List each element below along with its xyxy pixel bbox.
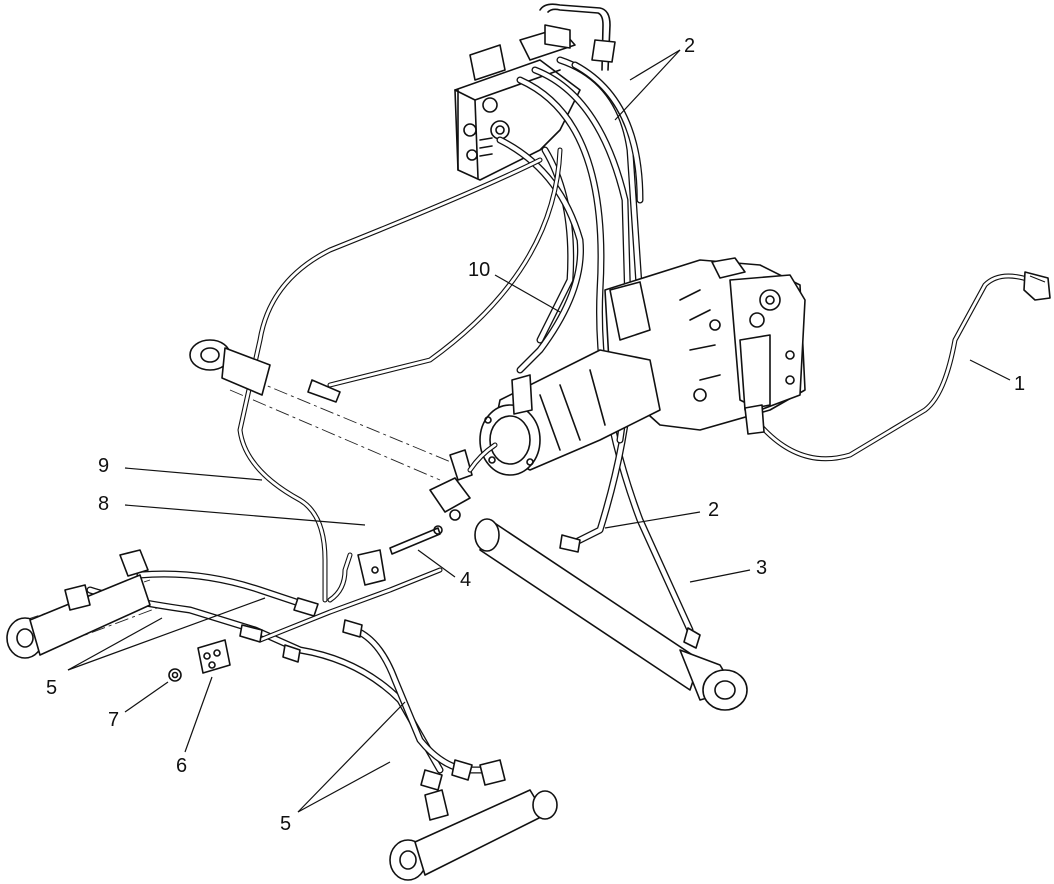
callout-5: 5	[46, 677, 57, 699]
leader-lines	[67, 49, 1011, 813]
clamp-block-part-6	[197, 639, 231, 674]
callout-4: 4	[460, 569, 471, 591]
tee-fitting-part-8	[429, 442, 498, 521]
upper-left-cylinder	[189, 339, 341, 403]
callout-6: 6	[176, 755, 187, 777]
callout-2: 2	[708, 499, 719, 521]
callout-9: 9	[98, 455, 109, 477]
callout-5: 5	[280, 813, 291, 835]
callout-8: 8	[98, 493, 109, 515]
callout-2: 2	[684, 35, 695, 57]
callout-1: 1	[1014, 373, 1025, 395]
callouts: 2 10 1 9 8 2 3 4 5 7 6 5	[46, 35, 1025, 835]
lower-right-cylinder	[389, 759, 558, 881]
valve-manifold	[454, 3, 616, 181]
callout-3: 3	[756, 557, 767, 579]
cylinder-part-3	[474, 518, 748, 711]
hose-bundle	[237, 56, 701, 649]
hydrostatic-pump	[479, 257, 806, 476]
callout-7: 7	[108, 709, 119, 731]
lower-left-cylinder	[6, 549, 151, 659]
bolt-part-4	[389, 525, 443, 555]
nut-part-7	[168, 668, 182, 682]
steel-tube-part-1	[757, 271, 1051, 462]
clamp-bracket	[357, 549, 386, 586]
lower-hoses-part-5	[86, 552, 494, 791]
callout-10: 10	[468, 259, 490, 281]
